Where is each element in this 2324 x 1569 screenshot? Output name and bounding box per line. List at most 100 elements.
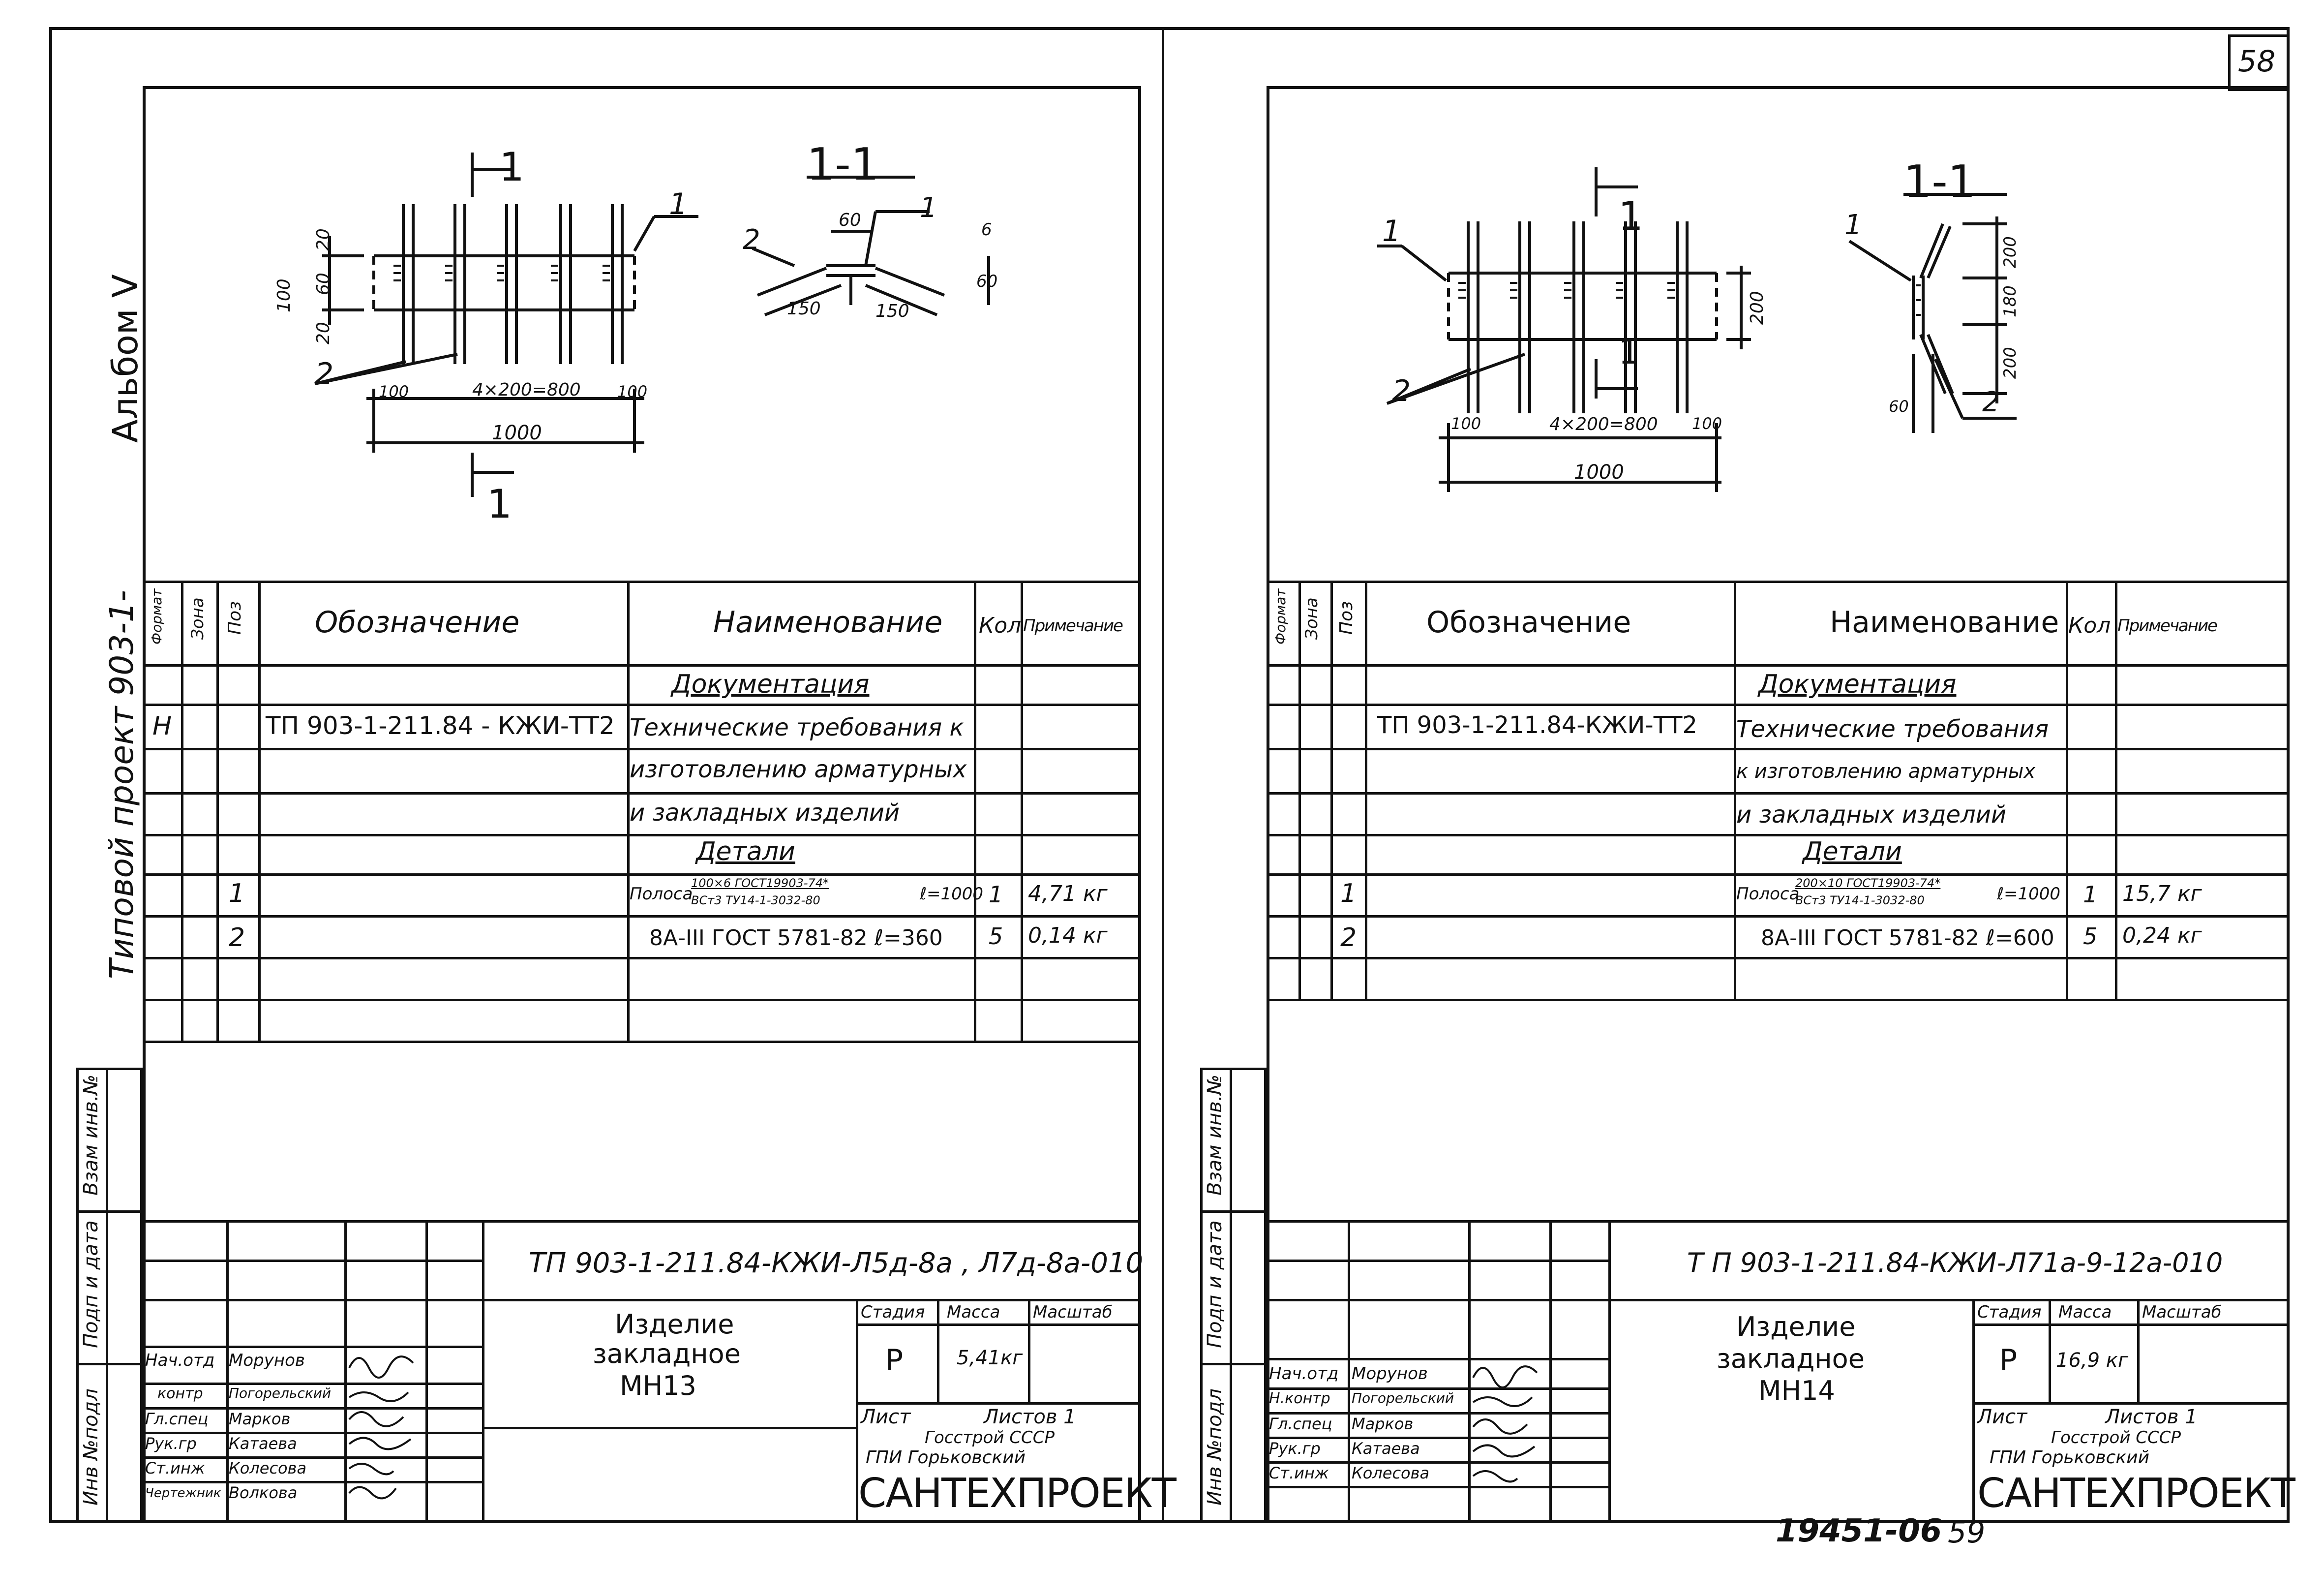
right-row1-qty: 1 (2083, 881, 2098, 908)
divider (1267, 1260, 1608, 1262)
right-tb-name-1: Изделие (1736, 1311, 1856, 1342)
divider (76, 1210, 143, 1213)
left-dim-total: 1000 (492, 422, 542, 444)
right-row2-qty: 5 (2083, 923, 2098, 950)
divider (1365, 581, 1367, 999)
left-row1-qty: 1 (989, 881, 1003, 908)
left-section-docs: Документация (671, 670, 870, 699)
bottom-page: 59 (1948, 1515, 1986, 1550)
right-th-note: Примечание (2117, 616, 2218, 636)
divider (143, 1383, 482, 1385)
right-tb-mass-label: Масса (2058, 1302, 2112, 1322)
right-tb-stage-label: Стадия (1977, 1302, 2042, 1322)
divider (143, 834, 1141, 836)
right-tb-name-3: МН14 (1758, 1375, 1835, 1406)
right-row1-prefix: Полоса (1736, 884, 1800, 904)
divider (143, 1481, 482, 1483)
left-tb-person-3: Марков (229, 1410, 291, 1428)
left-dim-100l: 100 (379, 382, 409, 401)
right-tb-person-2: Погорельский (1352, 1390, 1454, 1406)
divider (2115, 581, 2117, 999)
right-row1-length: ℓ=1000 (1997, 884, 2061, 904)
divider (143, 748, 1141, 750)
divider (1028, 1299, 1030, 1402)
divider (1972, 1323, 2290, 1326)
left-sec-150a: 150 (787, 299, 821, 319)
left-cut-mark-top: 1 (499, 144, 524, 190)
divider (1267, 1220, 2290, 1223)
left-callout-2: 2 (315, 357, 334, 391)
divider (1267, 999, 2290, 1001)
divider (1267, 748, 2290, 750)
left-tb-role-4: Рук.гр (145, 1434, 197, 1453)
left-sec-150b: 150 (875, 301, 909, 321)
divider (1608, 1220, 1611, 1523)
right-tb-role-4: Рук.гр (1269, 1439, 1321, 1458)
page-number: 58 (2238, 44, 2276, 79)
left-tb-stage-label: Стадия (861, 1302, 925, 1322)
right-row2-pos: 2 (1340, 923, 1357, 953)
bottom-code: 19451-06 (1776, 1513, 1942, 1549)
left-row1-prefix: Полоса (630, 884, 693, 904)
right-section-parts: Детали (1803, 837, 1902, 866)
divider (1972, 1402, 2290, 1405)
left-tb-person-5: Колесова (229, 1459, 307, 1477)
divider (1230, 1068, 1232, 1523)
divider (2066, 581, 2068, 999)
right-row1-frac-bottom: ВСт3 ТУ14-1-3032-80 (1795, 893, 1925, 907)
right-cut-mark-top: 1 (1618, 193, 1643, 239)
left-section-title: 1-1 (807, 139, 879, 190)
left-tb-name-3: МН13 (620, 1370, 696, 1401)
divider (143, 1407, 482, 1410)
left-tb-name-2: закладное (593, 1338, 741, 1369)
divider (482, 1220, 484, 1523)
divider (974, 581, 976, 1041)
divider (1267, 1412, 1608, 1415)
left-sec-6: 6 (981, 220, 992, 240)
divider (258, 581, 261, 1041)
left-cut-mark-bottom: 1 (487, 481, 512, 527)
divider (1267, 664, 2290, 667)
left-doc-code: ТП 903-1-211.84 - КЖИ-ТТ2 (266, 711, 615, 740)
divider (143, 957, 1141, 959)
left-row1-frac-bottom: ВСт3 ТУ14-1-3032-80 (691, 893, 820, 907)
right-section-title: 1-1 (1903, 156, 1976, 208)
right-stamp-column (1200, 1068, 1267, 1523)
divider (1267, 915, 2290, 918)
divider (1330, 581, 1333, 999)
left-tb-role-5: Ст.инж (145, 1459, 205, 1477)
left-tb-scale-label: Масштаб (1033, 1302, 1113, 1322)
left-row2-pos: 2 (229, 923, 245, 953)
right-row2-note: 0,24 кг (2122, 923, 2202, 948)
divider (425, 1220, 428, 1523)
divider (937, 1299, 939, 1402)
divider (143, 1346, 482, 1348)
right-row1-frac-top: 200×10 ГОСТ19903-74* (1795, 876, 1941, 890)
right-tb-role-1: Нач.отд (1269, 1364, 1339, 1384)
divider (1267, 581, 2290, 583)
divider (856, 1402, 1141, 1405)
divider (143, 1299, 482, 1301)
left-tb-mass-label: Масса (947, 1302, 1000, 1322)
divider (143, 915, 1141, 918)
right-row2-length: 8А-III ГОСТ 5781-82 ℓ=600 (1761, 925, 2054, 951)
left-section-parts: Детали (696, 837, 795, 866)
divider (1972, 1299, 1975, 1523)
right-callout-1: 1 (1382, 214, 1401, 248)
right-dim-span: 4×200=800 (1549, 414, 1658, 434)
divider (1468, 1220, 1471, 1523)
left-doc-name-3: и закладных изделий (630, 799, 900, 827)
left-th-qty: Кол (979, 613, 1022, 638)
divider (1267, 957, 2290, 959)
left-th-name: Наименование (713, 605, 943, 640)
left-sec-60v: 60 (976, 272, 998, 291)
left-row2-length: 8А-III ГОСТ 5781-82 ℓ=360 (649, 925, 943, 951)
right-tb-role-3: Гл.спец (1269, 1415, 1332, 1433)
divider (1267, 1299, 1608, 1301)
right-tb-role-5: Ст.инж (1269, 1464, 1329, 1482)
divider (1734, 581, 1736, 999)
divider (1200, 1210, 1267, 1213)
divider (1348, 1220, 1350, 1523)
